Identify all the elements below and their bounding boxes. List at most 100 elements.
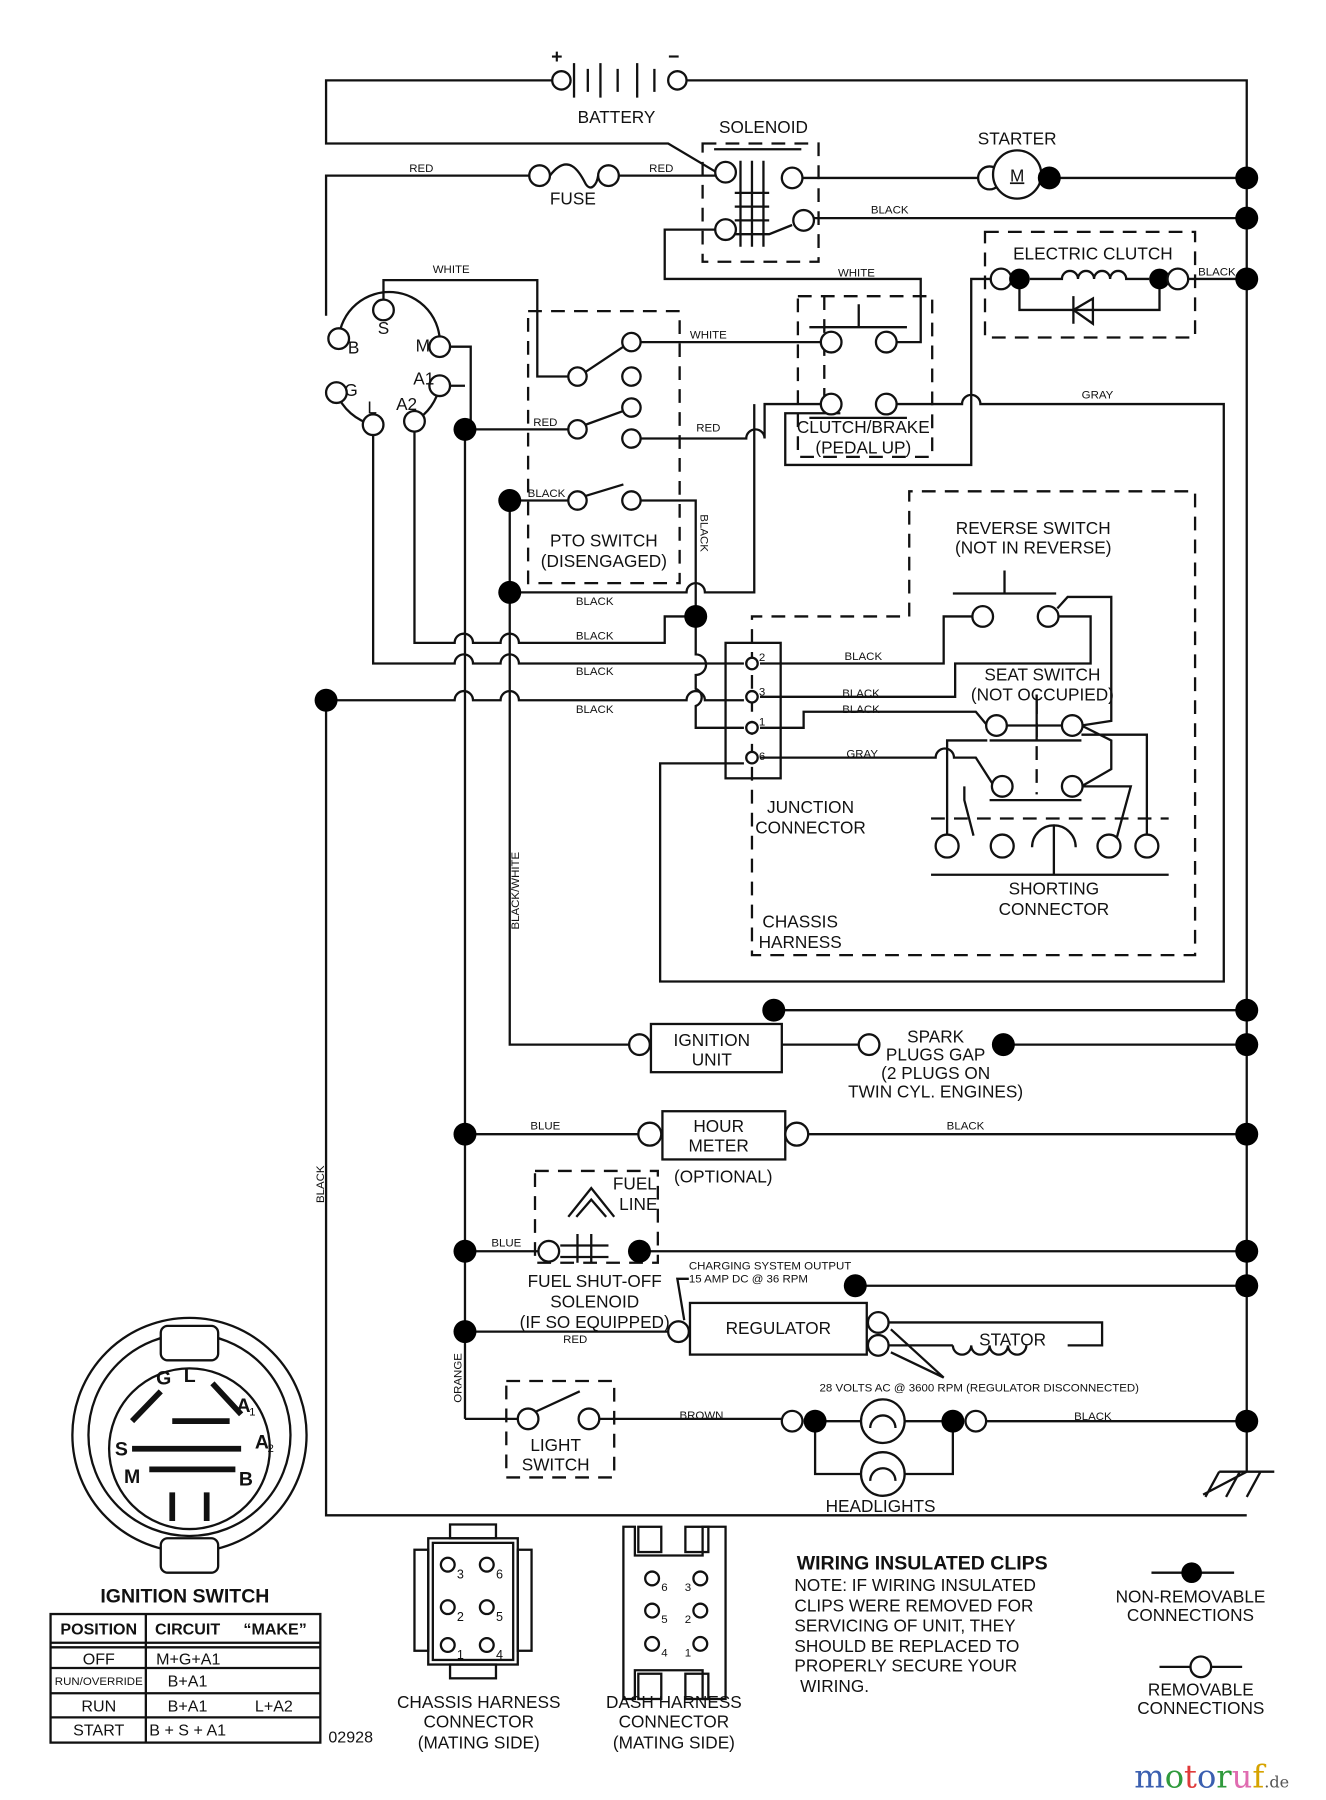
note-line: PROPERLY SECURE YOUR [794, 1655, 1017, 1675]
ignition-unit-label: IGNITION [674, 1030, 750, 1050]
wire-label: BLACK [1198, 267, 1236, 279]
clutch-brake-sublabel: (PEDAL UP) [815, 437, 911, 457]
terminal-s: S [378, 318, 389, 338]
fuel-line-sublabel: LINE [619, 1194, 657, 1214]
wire-label: RED [649, 163, 673, 175]
face-label-a2: A [255, 1432, 269, 1454]
ignition-switch-title: IGNITION SWITCH [100, 1586, 269, 1608]
table-cell: B + S + A1 [149, 1722, 226, 1740]
clutch-brake-label: CLUTCH/BRAKE [797, 417, 930, 437]
chassis-connector-label: CHASSIS HARNESS [397, 1692, 560, 1712]
light-switch-sublabel: SWITCH [522, 1455, 590, 1475]
motor-symbol-letter: M [1010, 165, 1024, 185]
wire-label: RED [696, 423, 720, 435]
dash-connector-label-3: (MATING SIDE) [613, 1732, 735, 1752]
regulator-label: REGULATOR [726, 1318, 831, 1338]
table-cell: B+A1 [168, 1698, 208, 1716]
fuel-line-label: FUEL [613, 1173, 657, 1193]
note-line: SHOULD BE REPLACED TO [794, 1636, 1019, 1656]
face-label-a1: A [237, 1395, 251, 1417]
junction-connector-sublabel: CONNECTOR [755, 817, 866, 837]
watermark-logo: motoruf.de [1134, 1757, 1289, 1795]
starter-label: STARTER [978, 129, 1057, 149]
battery-symbol [551, 63, 688, 98]
switch-contacts [567, 304, 1169, 876]
lower-components [516, 1022, 1275, 1498]
wire-label: BLACK [842, 688, 880, 700]
fuel-solenoid-label-2: SOLENOID [550, 1292, 639, 1312]
reverse-switch-sublabel: (NOT IN REVERSE) [955, 537, 1111, 557]
optional-label: (OPTIONAL) [674, 1166, 772, 1186]
pin-label: 4 [496, 1648, 503, 1662]
wire-label: BLACK [697, 514, 709, 552]
starter-motor [976, 149, 1061, 200]
wire-label: GRAY [846, 749, 878, 761]
pto-switch-sublabel: (DISENGAGED) [541, 551, 667, 571]
fuel-solenoid-label-3: (IF SO EQUIPPED) [520, 1312, 670, 1332]
solenoid-symbol [714, 148, 816, 247]
spark-plugs-label-2: PLUGS GAP [886, 1045, 985, 1065]
pin-label: 2 [685, 1614, 691, 1626]
seat-switch-sublabel: (NOT OCCUPIED) [971, 684, 1114, 704]
note-line: CLIPS WERE REMOVED FOR [794, 1596, 1033, 1616]
junction-connector-block [724, 641, 782, 780]
legend: NON-REMOVABLE CONNECTIONS REMOVABLE CONN… [1116, 1562, 1266, 1718]
note-line: WIRING. [800, 1676, 869, 1696]
shorting-connector-label: SHORTING [1009, 878, 1099, 898]
solenoid-label: SOLENOID [719, 117, 808, 137]
note-title: WIRING INSULATED CLIPS [797, 1552, 1048, 1574]
shorting-connector-sublabel: CONNECTOR [999, 899, 1110, 919]
wire-label: BLACK [1074, 1411, 1112, 1423]
legend-non-removable: NON-REMOVABLE [1116, 1587, 1266, 1607]
junction-pin-3: 3 [759, 687, 765, 699]
face-label-b: B [239, 1468, 253, 1490]
pin-label: 1 [685, 1648, 691, 1660]
wire-label: BLACK [947, 1121, 985, 1133]
face-label-m: M [124, 1466, 140, 1488]
table-cell: OFF [83, 1651, 115, 1669]
terminal-a1: A1 [413, 369, 434, 389]
junction-pin-1: 1 [759, 717, 765, 729]
face-label-l: L [184, 1365, 196, 1387]
pin-label: 3 [685, 1582, 691, 1594]
wire-label: RED [533, 417, 557, 429]
component-labels: + − BATTERY SOLENOID FUSE STARTER M ELEC… [344, 46, 1172, 1516]
charging-output-value: 15 AMP DC @ 36 RPM [689, 1273, 808, 1285]
table-cell: RUN [81, 1698, 116, 1716]
electric-clutch-symbol [989, 267, 1190, 326]
spark-plugs-label-4: TWIN CYL. ENGINES) [848, 1081, 1023, 1101]
wire-label: ORANGE [453, 1353, 465, 1403]
table-cell: START [73, 1722, 124, 1740]
face-label-a2-sub: 2 [268, 1443, 274, 1455]
stator-label: STATOR [979, 1329, 1046, 1349]
terminal-l: L [367, 397, 377, 417]
terminal-b: B [348, 338, 359, 358]
wire-label: WHITE [690, 330, 727, 342]
pin-label: 3 [457, 1567, 464, 1581]
wire-label: BLACK [576, 630, 614, 642]
charging-output-label: CHARGING SYSTEM OUTPUT [689, 1261, 851, 1273]
dash-harness-connector: 6 3 5 2 4 1 DASH HARNESS CONNECTOR (MATI… [606, 1525, 742, 1752]
wire-label: BLACK [528, 488, 566, 500]
wire-label: BLACK/WHITE [510, 851, 522, 929]
chassis-connector-label-2: CONNECTOR [423, 1712, 534, 1732]
chassis-harness-connector: 3 6 2 5 1 4 CHASSIS HARNESS CONNECTOR (M… [397, 1523, 560, 1752]
table-cell: B+A1 [168, 1672, 208, 1690]
wire-label: BLUE [530, 1121, 560, 1133]
table-header-position: POSITION [60, 1621, 137, 1639]
battery-minus: − [668, 46, 679, 68]
table-header-make: “MAKE” [243, 1621, 306, 1639]
ignition-switch-table: POSITION CIRCUIT “MAKE” OFF M+G+A1 RUN/O… [49, 1612, 373, 1747]
ignition-unit-sublabel: UNIT [692, 1049, 733, 1069]
wire-label: GRAY [1082, 389, 1114, 401]
pin-label: 4 [661, 1648, 668, 1660]
table-header-circuit: CIRCUIT [155, 1621, 220, 1639]
pin-label: 1 [457, 1648, 464, 1662]
face-label-g: G [156, 1367, 171, 1389]
note-line: NOTE: IF WIRING INSULATED [794, 1575, 1036, 1595]
fuel-solenoid-label: FUEL SHUT-OFF [528, 1271, 662, 1291]
wire-label: WHITE [433, 264, 470, 276]
table-cell: L+A2 [255, 1698, 293, 1716]
non-removable-connection-dots [314, 166, 1259, 1433]
chassis-harness-label: CHASSIS [762, 912, 838, 932]
